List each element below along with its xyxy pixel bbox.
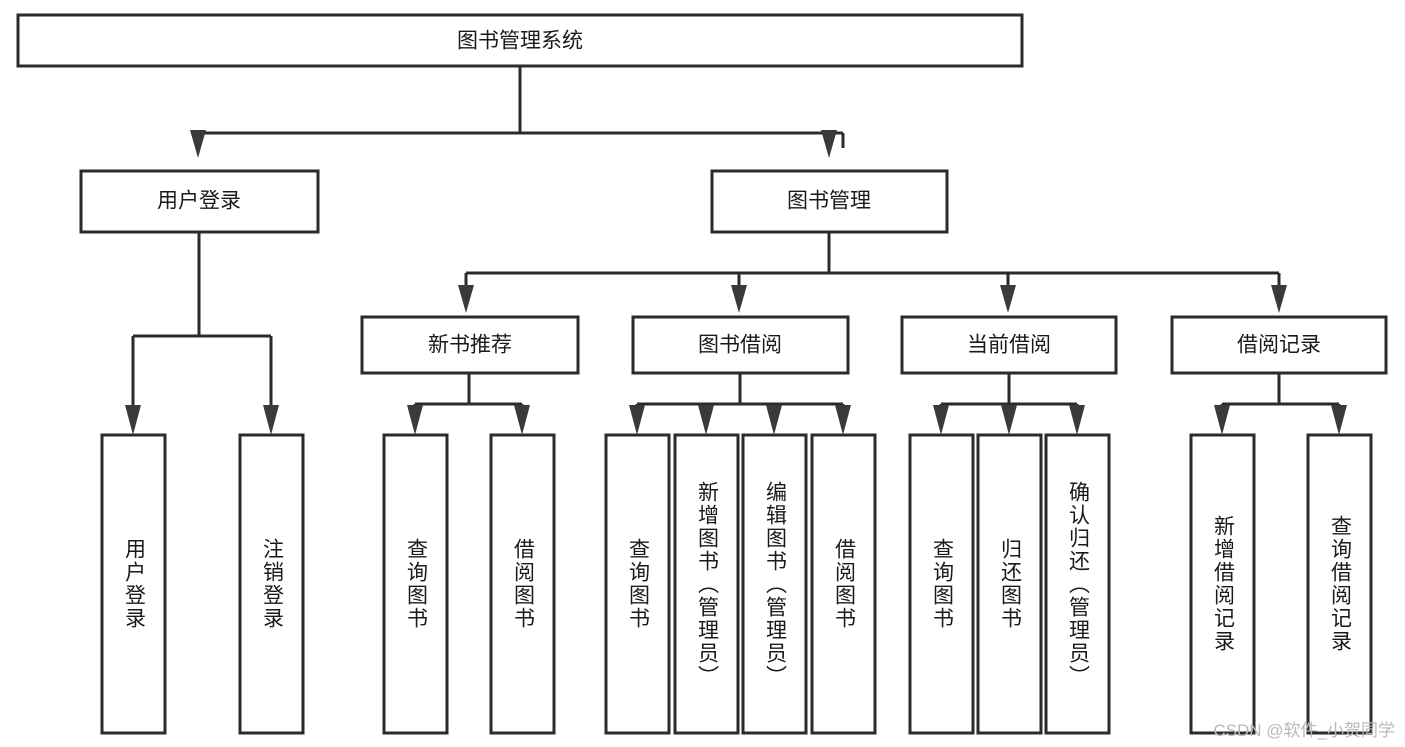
- watermark-text: CSDN @软件_小贺同学: [1213, 721, 1395, 740]
- node-leaf-new-book-2-box[interactable]: [489, 433, 556, 735]
- arrow-to-leaf-book-borrow-2: [698, 405, 714, 435]
- node-new-book-label: 新书推荐: [428, 334, 512, 357]
- arrow-to-leaf-current-borrow-2: [1001, 405, 1017, 435]
- arrow-to-leaf-user-login-1: [125, 405, 141, 435]
- node-current-borrow-label: 当前借阅: [967, 334, 1051, 357]
- node-leaf-borrow-record-1-box[interactable]: [1189, 433, 1256, 735]
- node-leaf-current-borrow-2-box[interactable]: [976, 433, 1043, 735]
- node-leaf-new-book-1-box[interactable]: [382, 433, 449, 735]
- arrow-to-leaf-user-login-2: [263, 405, 279, 435]
- node-borrow-record-box[interactable]: [1170, 315, 1388, 375]
- node-book-manage-box[interactable]: [710, 169, 949, 234]
- node-user-login-label: 用户登录: [157, 190, 241, 213]
- node-root-box[interactable]: [16, 13, 1024, 68]
- arrow-to-leaf-book-borrow-1: [629, 405, 645, 435]
- node-root-label: 图书管理系统: [457, 30, 583, 53]
- node-user-login-box[interactable]: [79, 169, 320, 234]
- node-leaf-book-borrow-1-box[interactable]: [604, 433, 671, 735]
- arrow-to-leaf-new-book-1: [407, 405, 423, 435]
- node-leaf-book-borrow-2-box[interactable]: [673, 433, 740, 735]
- arrow-to-leaf-current-borrow-1: [933, 405, 949, 435]
- node-book-borrow-label: 图书借阅: [698, 334, 782, 357]
- node-leaf-book-borrow-3-box[interactable]: [741, 433, 808, 735]
- arrow-to-leaf-new-book-2: [514, 405, 530, 435]
- arrow-to-borrow-record: [1271, 285, 1287, 313]
- arrow-to-current-borrow: [1000, 285, 1016, 313]
- arrow-to-leaf-book-borrow-4: [835, 405, 851, 435]
- node-leaf-user-login-1-box[interactable]: [100, 433, 167, 735]
- node-leaf-current-borrow-3-box[interactable]: [1044, 433, 1111, 735]
- arrow-to-book-borrow: [731, 285, 747, 313]
- node-book-manage-label: 图书管理: [787, 190, 871, 213]
- arrow-to-leaf-book-borrow-3: [766, 405, 782, 435]
- node-leaf-book-borrow-4-box[interactable]: [810, 433, 877, 735]
- arrow-to-leaf-current-borrow-3: [1069, 405, 1085, 435]
- node-layer: 图书管理系统 用户登录 图书管理 新书推荐 图书借阅 当前借阅 借阅记录: [16, 13, 1388, 735]
- node-new-book-box[interactable]: [360, 315, 580, 375]
- node-borrow-record-label: 借阅记录: [1237, 334, 1321, 357]
- node-leaf-current-borrow-1-box[interactable]: [908, 433, 975, 735]
- arrow-to-book-manage: [821, 130, 837, 158]
- node-leaf-user-login-2-box[interactable]: [238, 433, 305, 735]
- arrow-to-new-book: [458, 285, 474, 313]
- node-current-borrow-box[interactable]: [900, 315, 1118, 375]
- node-book-borrow-box[interactable]: [631, 315, 850, 375]
- node-leaf-borrow-record-2-box[interactable]: [1306, 433, 1373, 735]
- arrow-to-leaf-borrow-record-2: [1331, 405, 1347, 435]
- arrow-to-leaf-borrow-record-1: [1214, 405, 1230, 435]
- arrowhead-layer: [125, 130, 1347, 435]
- arrow-to-user-login: [190, 130, 206, 158]
